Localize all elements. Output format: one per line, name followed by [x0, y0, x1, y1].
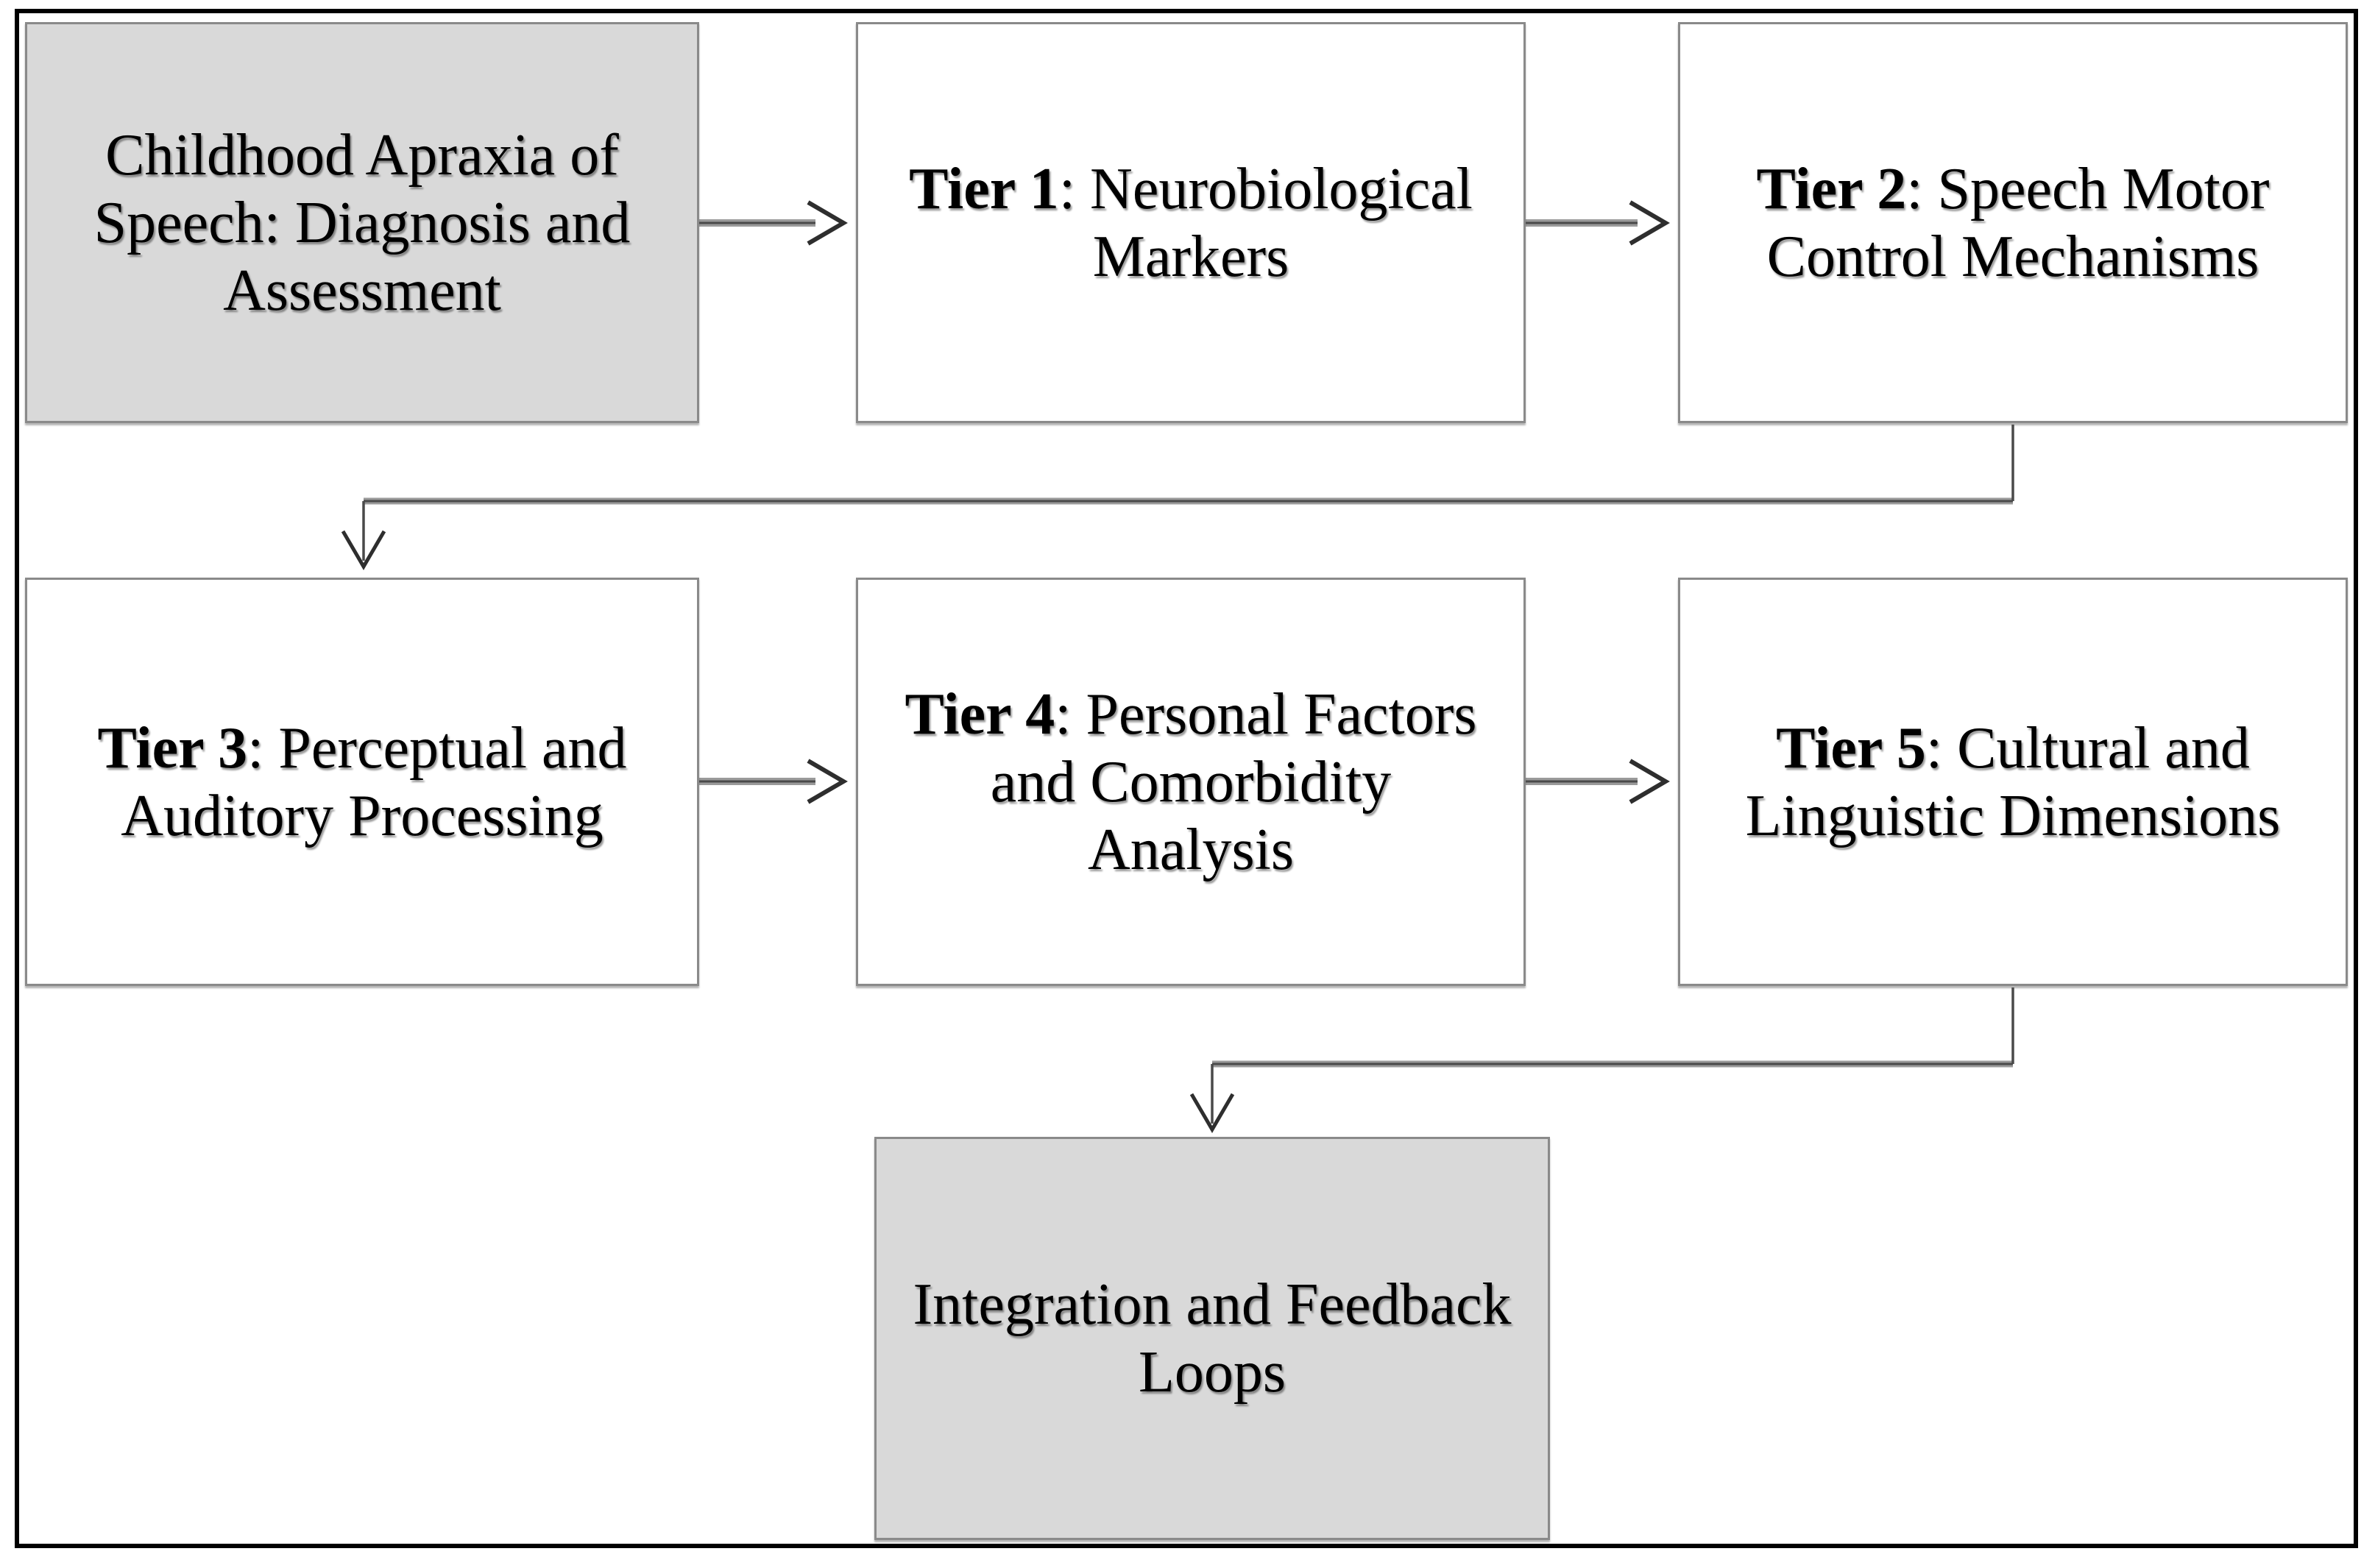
- node-integration-line: Loops: [1139, 1340, 1286, 1405]
- node-tier2-text: Tier 2: Speech Motor Control Mechanisms: [1680, 155, 2346, 291]
- node-integration: Integration and Feedback Loops: [874, 1137, 1550, 1540]
- node-tier5-bold: Tier 5: [1776, 715, 1926, 781]
- node-tier1-bold: Tier 1: [909, 156, 1059, 221]
- node-tier4-bold: Tier 4: [905, 681, 1055, 747]
- node-tier4: Tier 4: Personal Factors and Comorbidity…: [856, 578, 1526, 986]
- node-start-line: Assessment: [223, 258, 501, 323]
- node-tier3: Tier 3: Perceptual and Auditory Processi…: [25, 578, 699, 986]
- node-tier4-line: Tier 4: Personal Factors: [858, 681, 1523, 748]
- node-tier5-line-text: : Cultural and: [1925, 715, 2250, 781]
- node-tier1-text: Tier 1: Neurobiological Markers: [858, 155, 1523, 291]
- node-tier3-bold: Tier 3: [97, 715, 248, 781]
- node-tier5-line: Tier 5: Cultural and: [1680, 714, 2346, 782]
- node-start-text: Childhood Apraxia of Speech: Diagnosis a…: [27, 121, 697, 324]
- node-tier4-line: and Comorbidity: [990, 749, 1392, 815]
- node-tier4-line: Analysis: [1088, 817, 1294, 882]
- node-tier3-line: Auditory Processing: [121, 783, 604, 848]
- node-tier1: Tier 1: Neurobiological Markers: [856, 22, 1526, 423]
- node-tier2-line-text: : Speech Motor: [1906, 156, 2270, 221]
- diagram-border: [15, 9, 2358, 1548]
- node-tier5-text: Tier 5: Cultural and Linguistic Dimensio…: [1680, 714, 2346, 850]
- node-integration-line: Integration and Feedback: [877, 1271, 1548, 1338]
- node-start-line: Speech: Diagnosis and: [93, 190, 631, 255]
- node-start-line-text: Childhood Apraxia of: [105, 122, 619, 188]
- node-start-line: Childhood Apraxia of: [27, 121, 697, 189]
- node-tier2: Tier 2: Speech Motor Control Mechanisms: [1678, 22, 2348, 423]
- node-tier3-text: Tier 3: Perceptual and Auditory Processi…: [27, 714, 697, 850]
- node-integration-line-text: Integration and Feedback: [913, 1272, 1512, 1337]
- node-tier1-line-text: : Neurobiological: [1058, 156, 1473, 221]
- node-tier3-line-text: : Perceptual and: [247, 715, 627, 781]
- node-tier5-line: Linguistic Dimensions: [1745, 783, 2281, 848]
- node-tier4-text: Tier 4: Personal Factors and Comorbidity…: [858, 681, 1523, 884]
- node-integration-text: Integration and Feedback Loops: [877, 1271, 1548, 1406]
- node-tier4-line-text: : Personal Factors: [1055, 681, 1477, 747]
- node-tier2-bold: Tier 2: [1756, 156, 1907, 221]
- node-tier1-line: Tier 1: Neurobiological: [858, 155, 1523, 223]
- node-tier5: Tier 5: Cultural and Linguistic Dimensio…: [1678, 578, 2348, 986]
- node-tier2-line: Tier 2: Speech Motor: [1680, 155, 2346, 223]
- node-tier2-line: Control Mechanisms: [1766, 224, 2259, 289]
- node-tier1-line: Markers: [1092, 224, 1289, 289]
- node-start: Childhood Apraxia of Speech: Diagnosis a…: [25, 22, 699, 423]
- node-tier3-line: Tier 3: Perceptual and: [27, 714, 697, 782]
